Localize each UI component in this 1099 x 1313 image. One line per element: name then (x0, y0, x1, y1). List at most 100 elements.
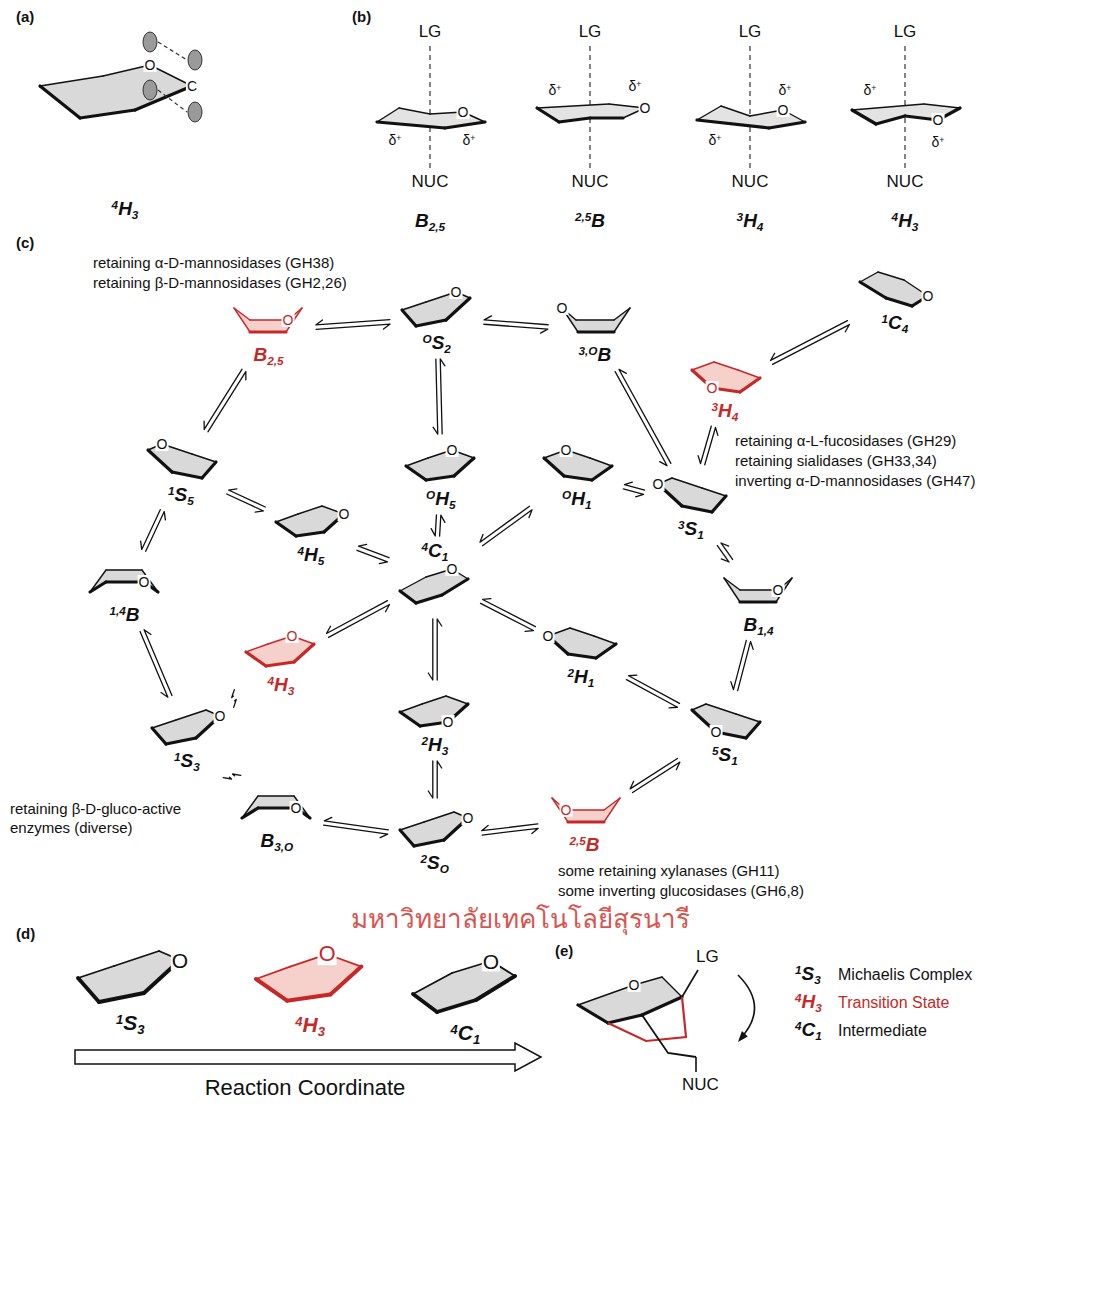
half-arrow (773, 325, 850, 365)
ring-drawing (268, 494, 354, 550)
ring-bond (446, 696, 468, 704)
atom-label: O (560, 443, 573, 457)
text-part: O (287, 628, 298, 644)
group-label: NUC (732, 172, 769, 192)
ring-face (40, 65, 192, 118)
atom-label: O (144, 58, 157, 72)
ring-bond (682, 506, 712, 512)
text-part: 4 (732, 410, 739, 423)
text-part: 5 (187, 494, 194, 507)
ring-face (234, 308, 302, 332)
half-arrow (717, 546, 729, 562)
text-part: O (640, 100, 651, 116)
transition-state-ring (608, 997, 686, 1041)
ring-bond (590, 116, 623, 119)
text-part: 1 (168, 484, 175, 497)
text-part: 2 (422, 734, 429, 747)
state-label: Michaelis Complex (838, 965, 972, 984)
ring-bond (876, 116, 905, 124)
text-part: C (802, 1019, 816, 1040)
structure-drawing (685, 22, 815, 237)
text-part: 4 (757, 220, 764, 233)
ring-bond (413, 973, 452, 994)
half-arrow (359, 544, 390, 557)
half-arrow (326, 601, 387, 634)
ring-bond (114, 951, 159, 966)
charge-label: δ+ (463, 132, 476, 149)
text-part: + (939, 135, 944, 145)
ring-bond (266, 662, 294, 666)
text-part: 1 (442, 550, 449, 563)
ring-bond (746, 722, 760, 738)
atom-label: O (560, 803, 573, 817)
half-arrow (223, 777, 231, 779)
ring-bond (736, 714, 760, 722)
ring-drawing (82, 554, 168, 610)
conformer-label: B1,4 (744, 614, 774, 637)
watermark: มหาวิทยาลัยเทคโนโลยีสุรนารี (351, 903, 690, 936)
ring-bond (570, 628, 594, 636)
transition-conformer: LGδ+Oδ+NUC4H3 (840, 22, 970, 237)
equilibrium-arrow (140, 630, 172, 697)
half-arrow (329, 605, 390, 638)
ring-bond (400, 822, 424, 830)
text-part: O (319, 941, 336, 966)
text-part: 4 (422, 540, 429, 553)
text-part: O (172, 949, 188, 972)
ring-bond (437, 1000, 476, 1012)
structure-drawing (840, 22, 970, 237)
text-part: 4 (298, 544, 305, 557)
conformer-label: 1S3 (174, 750, 200, 773)
text-part: 5 (318, 554, 325, 567)
text-part: 3 (288, 684, 295, 697)
ring-bond (454, 458, 474, 476)
text-part: O (157, 436, 168, 452)
equilibrium-arrow (431, 515, 445, 536)
ring-bond (537, 104, 609, 108)
conformer: O1S3 (144, 700, 230, 773)
text-part: δ (389, 132, 397, 148)
enzyme-note: retaining α-D-mannosidases (GH38) (93, 254, 334, 273)
text-part: 1 (473, 1032, 480, 1047)
ring-bond (559, 118, 590, 122)
text-part: O (483, 950, 499, 973)
atom-label: O (706, 381, 719, 395)
ring-bond (406, 458, 428, 466)
text-part: 4 (902, 322, 909, 335)
text-part: O (711, 724, 722, 740)
text-part: B (254, 344, 268, 365)
text-part: NUC (682, 1075, 719, 1094)
panel-letter: (b) (352, 8, 371, 27)
ring-bond (414, 840, 444, 846)
text-part: δ (932, 134, 940, 150)
conformer: O3S1 (648, 468, 734, 541)
text-part: S (432, 332, 445, 353)
ring-face (246, 636, 314, 666)
ring-bond (399, 108, 430, 114)
ring-bond (426, 476, 454, 480)
text-part: H (802, 991, 816, 1012)
text-part: O (933, 112, 944, 128)
ring-bond (568, 820, 604, 823)
atom-label: O (628, 978, 641, 992)
text-part: 1,4 (110, 604, 126, 617)
ring-drawing (138, 434, 224, 490)
text-part: O (283, 312, 294, 328)
text-part: Transition State (838, 994, 949, 1011)
half-arrow (324, 825, 388, 837)
ring-drawing (394, 282, 480, 338)
text-part: 2,5 (575, 210, 591, 223)
half-arrow (232, 690, 235, 698)
half-arrow (721, 543, 733, 559)
text-part: S (719, 744, 732, 765)
ring-bond (400, 712, 420, 726)
half-arrow (731, 640, 746, 689)
equilibrium-arrow (223, 774, 240, 779)
conformer-label: 1C4 (882, 312, 909, 335)
ring-bond (590, 458, 612, 466)
text-part: H (718, 400, 732, 421)
half-arrow (437, 619, 442, 680)
p-orbital-lobe (188, 50, 202, 70)
half-arrow (630, 758, 677, 788)
panel-letter: (c) (16, 234, 34, 253)
